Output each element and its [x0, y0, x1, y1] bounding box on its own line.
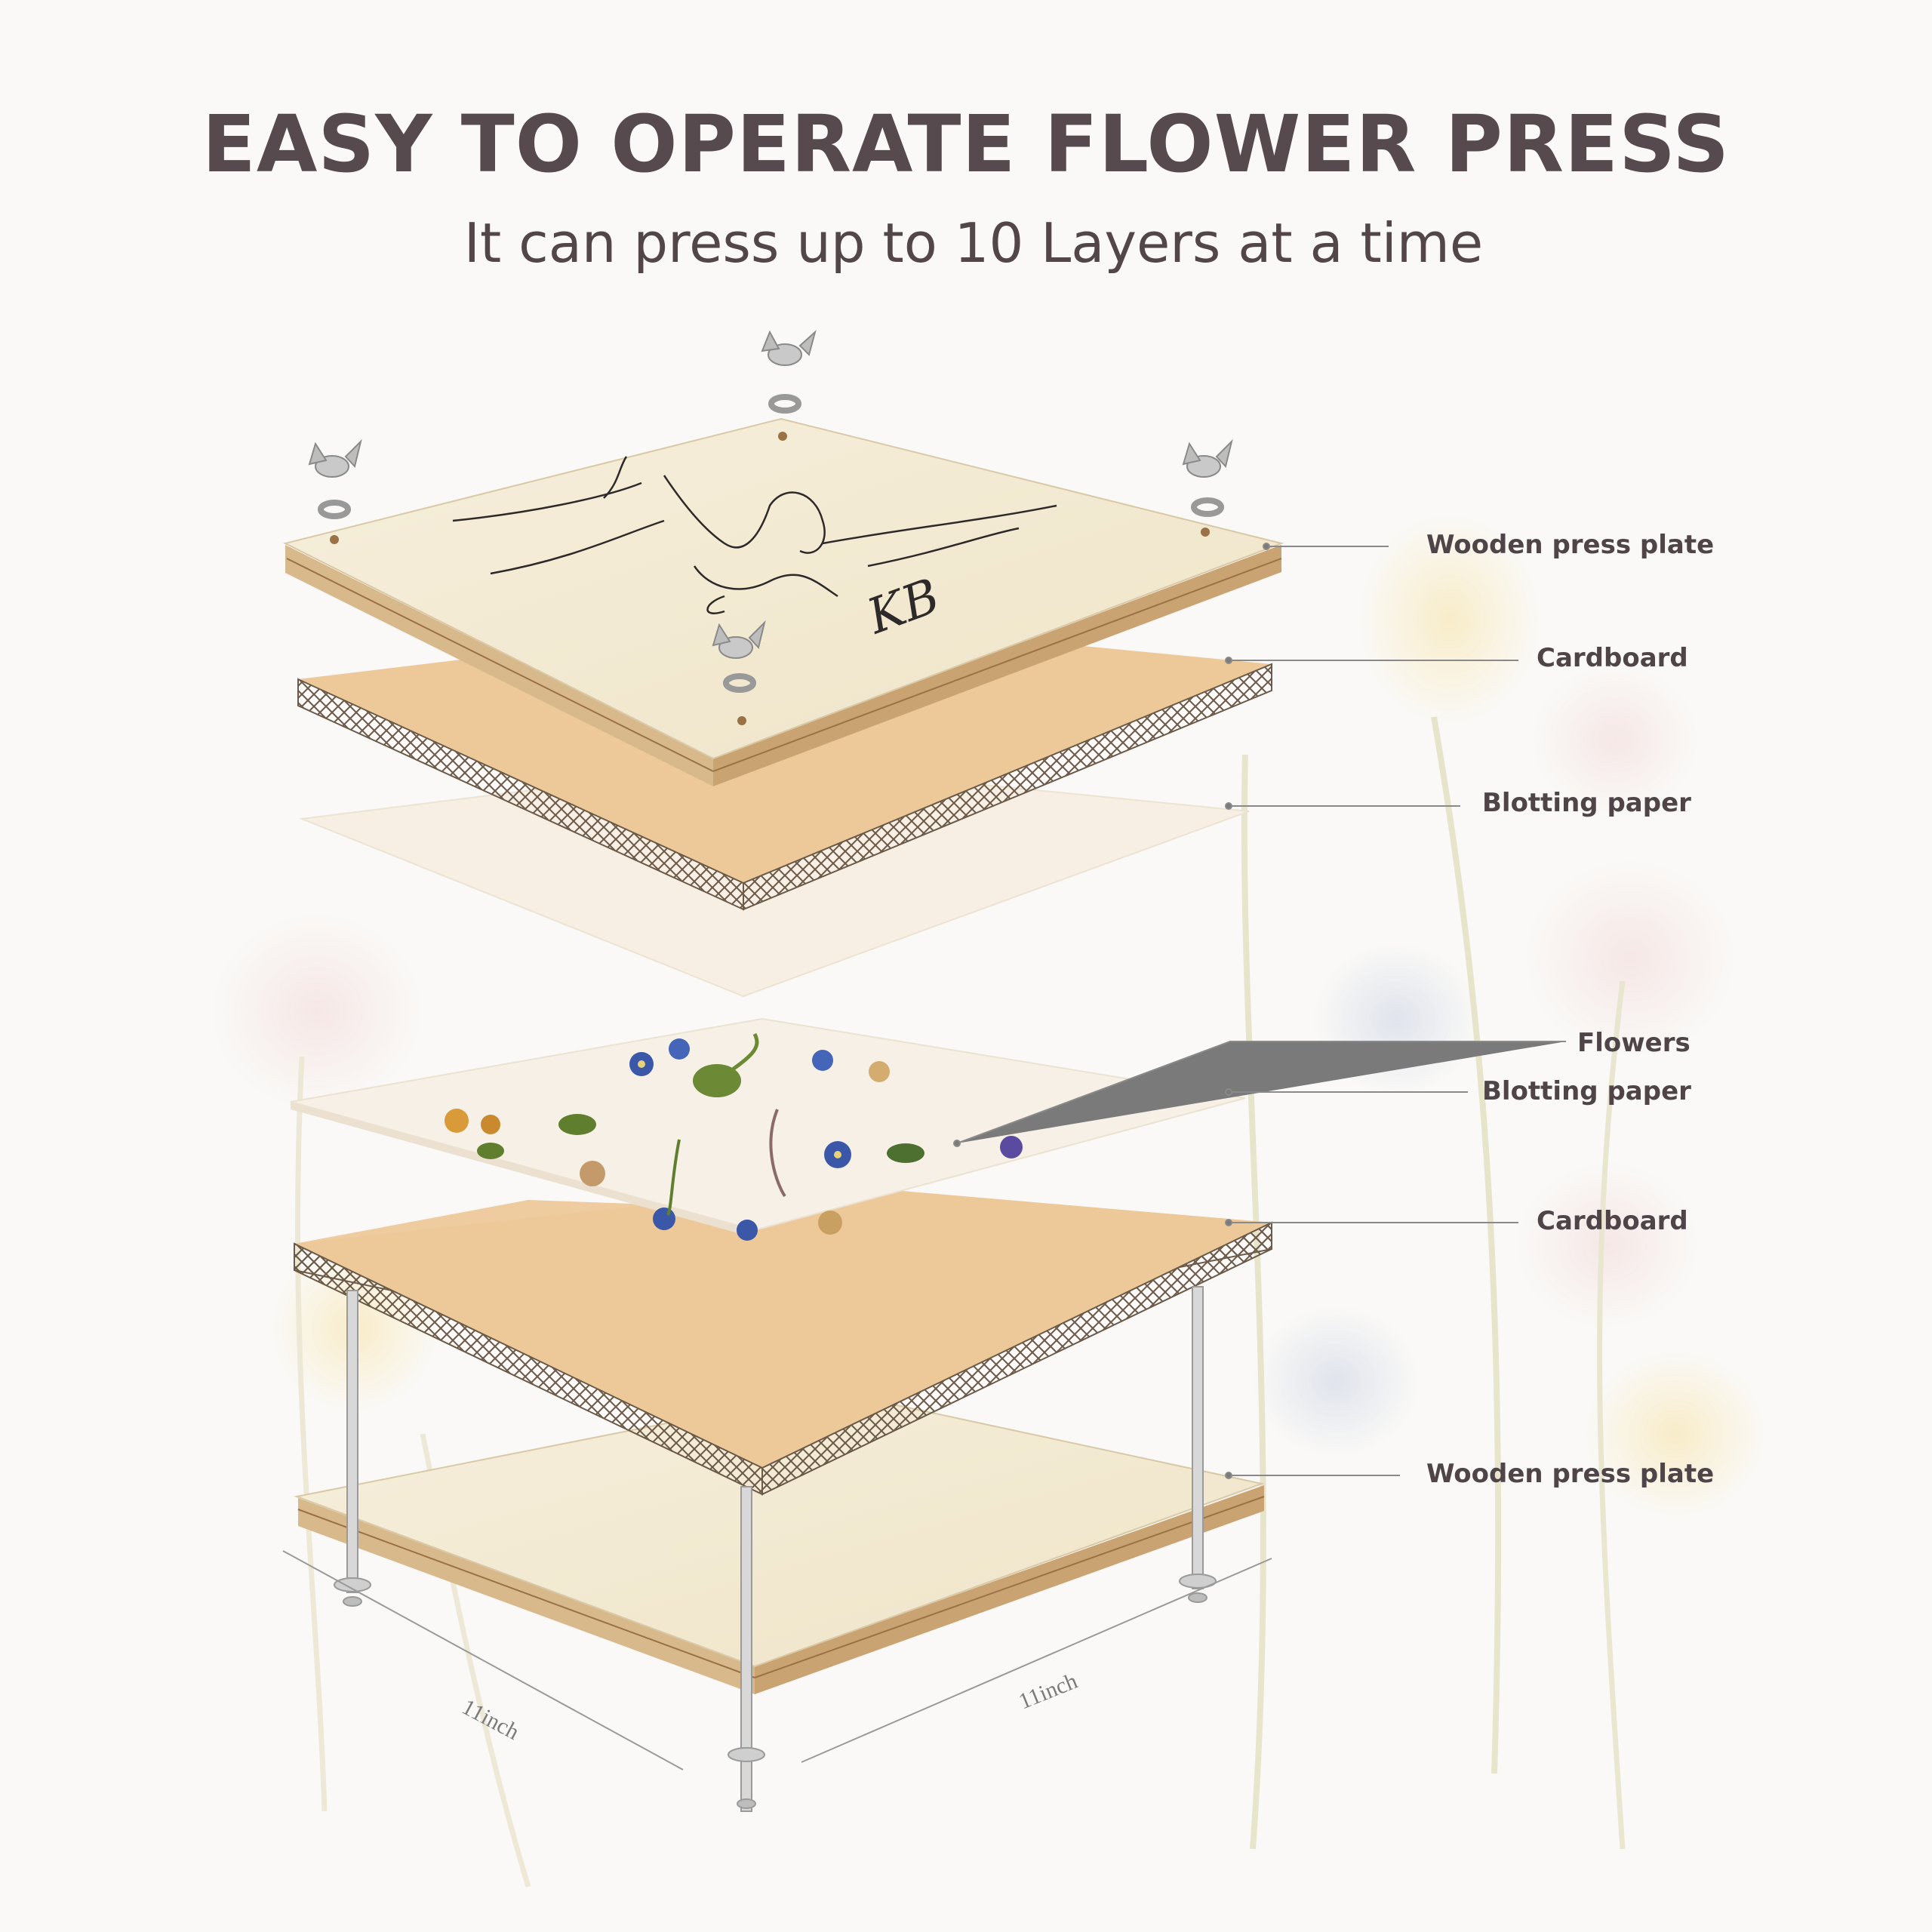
dimension-lines [282, 1550, 1272, 1770]
bg-pink-flower-icon [1532, 664, 1698, 815]
bolt-head-icon [728, 1747, 765, 1762]
depth-dimension-line [282, 1550, 684, 1770]
bg-yellow-flower-icon [1585, 1351, 1766, 1517]
label-wooden-press-plate-bottom: Wooden press plate [1426, 1459, 1715, 1489]
bottom-wooden-plate [294, 1389, 1265, 1694]
bg-yellow-flower-icon [1358, 513, 1540, 724]
wing-nut-icon [761, 330, 817, 414]
label-blotting-paper-top: Blotting paper [1482, 788, 1691, 818]
width-dimension-label: 11inch [1015, 1669, 1081, 1715]
threaded-rod-icon [346, 1290, 358, 1593]
label-cardboard-bottom: Cardboard [1537, 1206, 1688, 1236]
wing-nut-icon [1182, 438, 1233, 517]
wing-nut-icon [712, 620, 766, 693]
bolts [334, 1286, 1217, 1812]
lower-blotting-paper [290, 1017, 1246, 1241]
threaded-rod-icon [1192, 1286, 1204, 1589]
page-title: EASY TO OPERATE FLOWER PRESS [202, 98, 1730, 190]
wing-nuts [308, 330, 1233, 693]
bg-white-flower-icon [211, 913, 423, 1109]
bolt-head-icon [1179, 1574, 1217, 1589]
bolt-head-icon [334, 1577, 371, 1592]
flower-yellow-icon [445, 1061, 890, 1235]
bg-white-flower-icon [1524, 860, 1736, 1057]
label-blotting-paper-bottom: Blotting paper [1482, 1076, 1691, 1106]
bottom-cardboard [294, 1185, 1272, 1496]
threaded-rod-icon [740, 1486, 752, 1812]
label-flowers: Flowers [1577, 1028, 1690, 1058]
pressed-flowers [445, 1032, 1023, 1241]
wing-nut-icon [308, 438, 362, 519]
bg-blue-flower-icon [1253, 1306, 1419, 1457]
top-wooden-plate: KB [283, 417, 1284, 786]
bg-pink-flower-icon [1517, 1162, 1698, 1328]
label-cardboard-top: Cardboard [1537, 643, 1688, 673]
leader-lines [953, 543, 1566, 1479]
label-wooden-press-plate-top: Wooden press plate [1426, 530, 1715, 560]
engraving-line-art [452, 456, 1057, 614]
page-subtitle: It can press up to 10 Layers at a time [463, 211, 1484, 275]
width-dimension-line [801, 1558, 1272, 1763]
